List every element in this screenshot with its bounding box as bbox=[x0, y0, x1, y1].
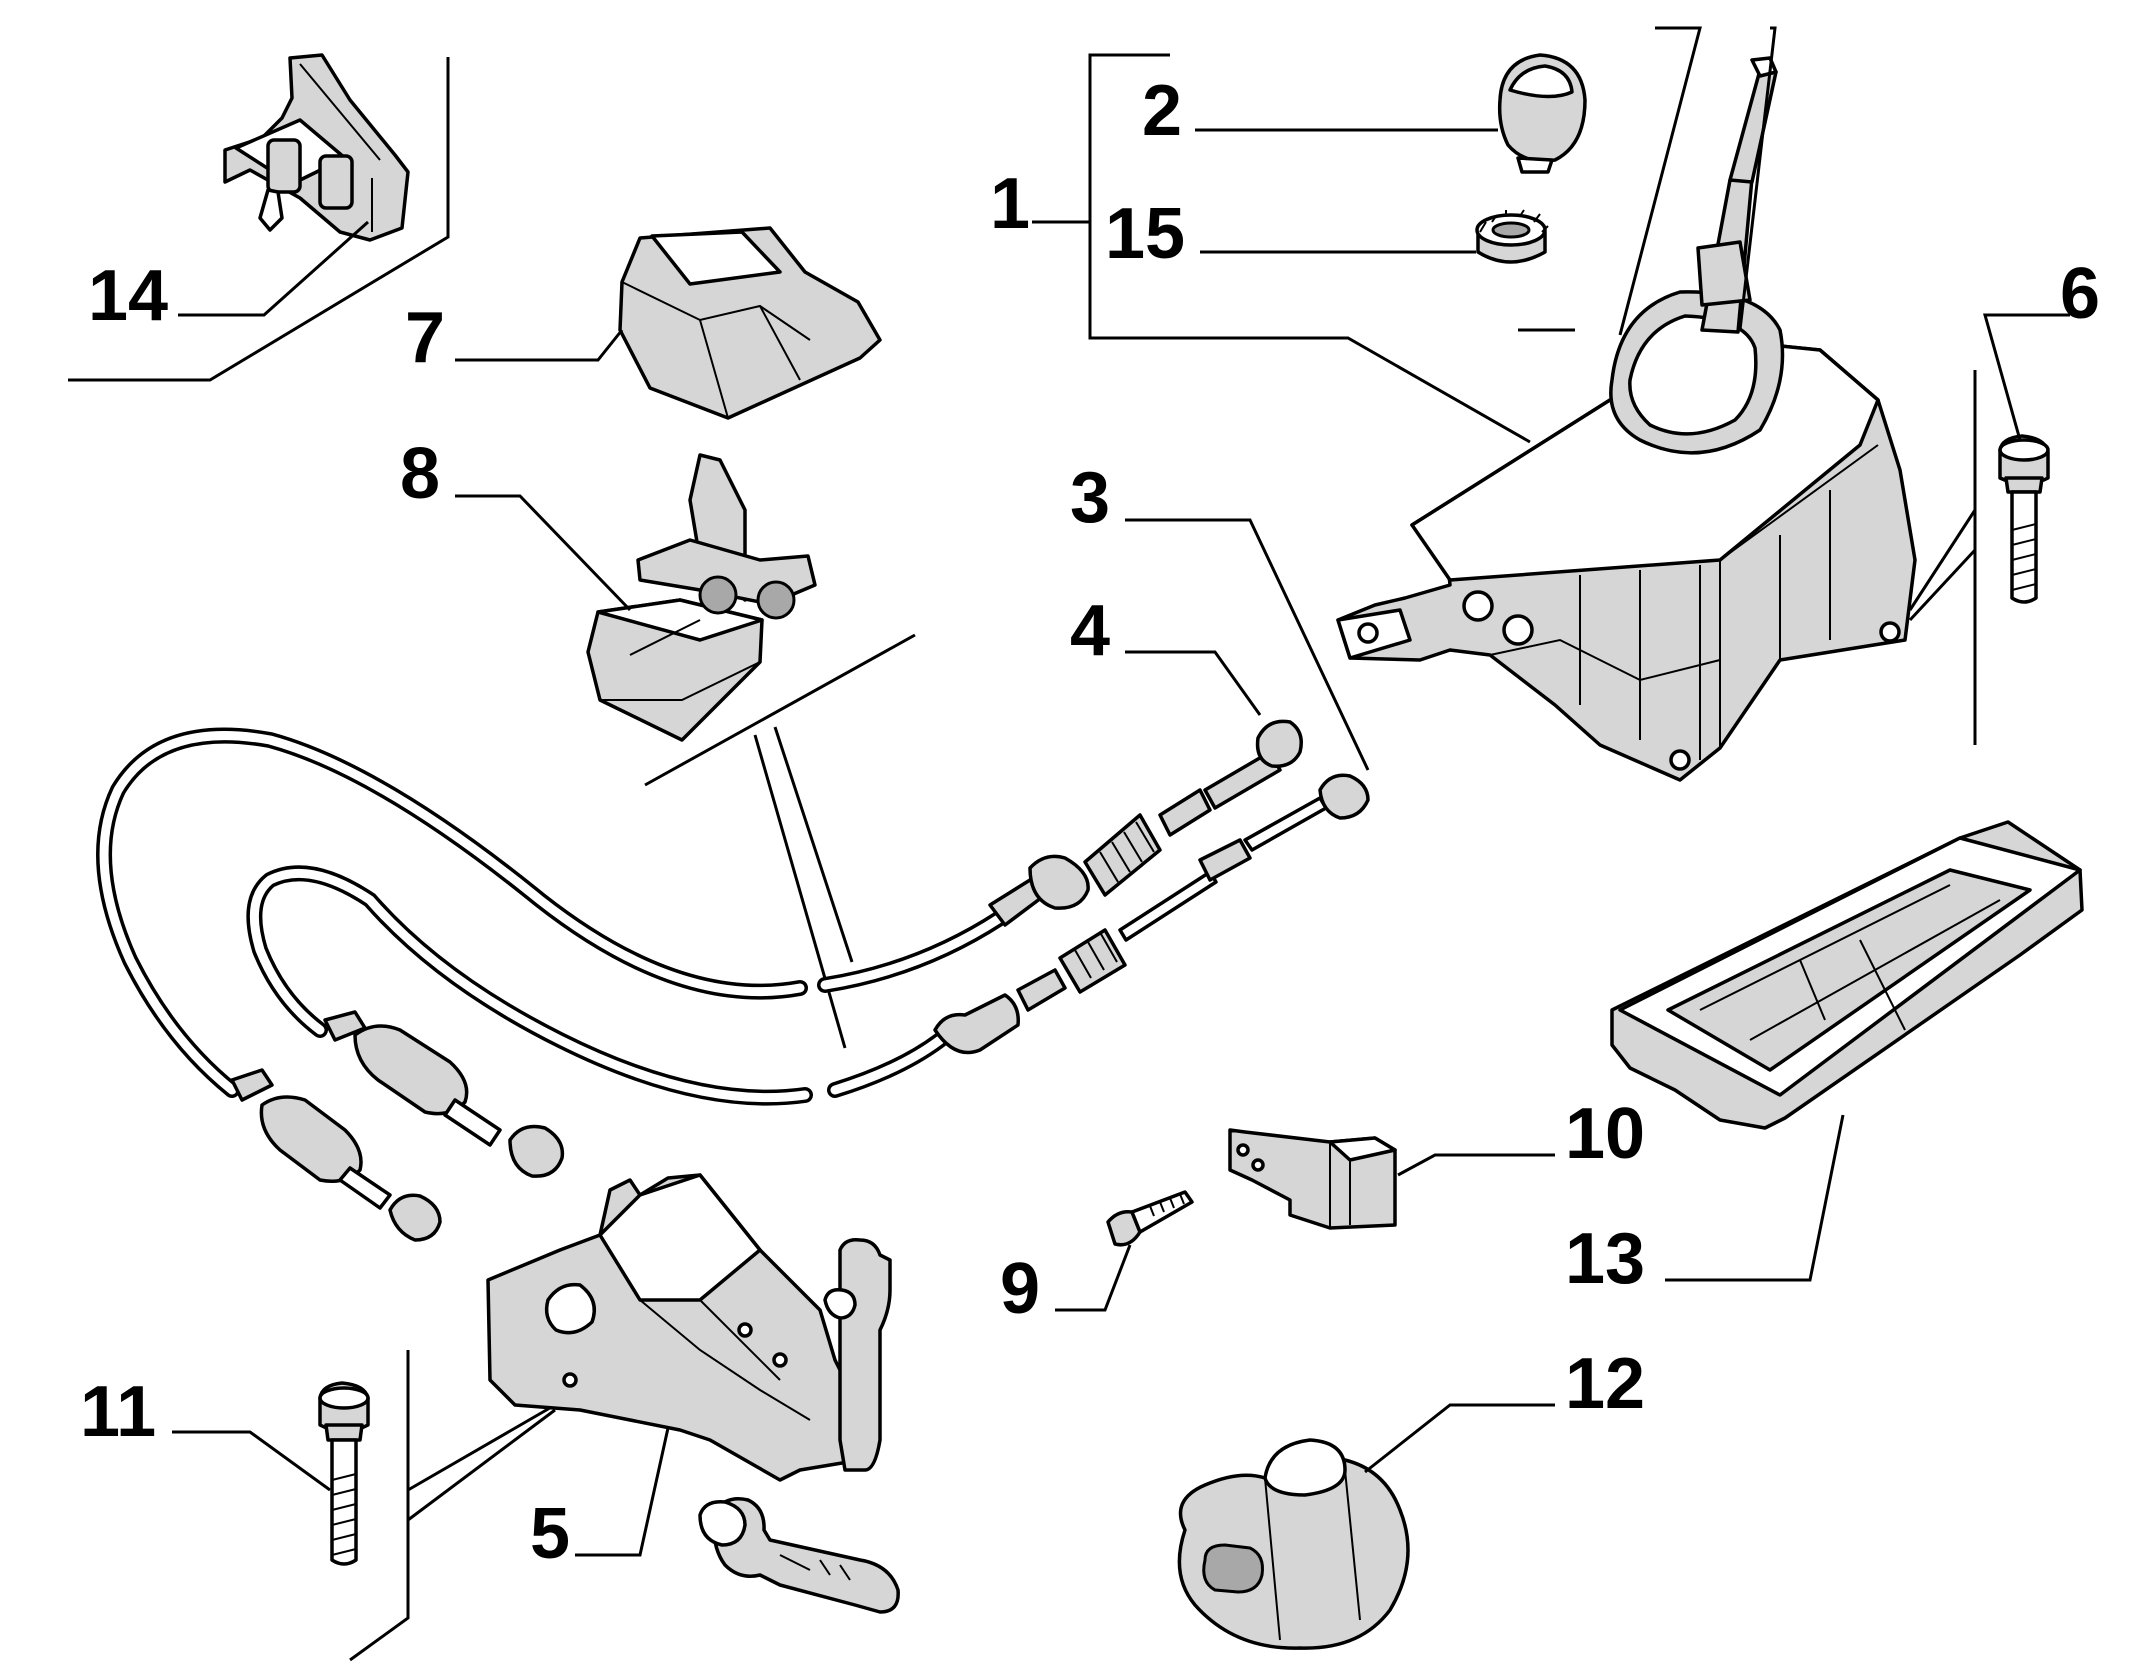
gear-knob-icon bbox=[1497, 53, 1587, 174]
ref-line-lever-b bbox=[1738, 26, 1777, 331]
callout-11: 11 bbox=[80, 1372, 156, 1452]
gearbox-bracket-icon bbox=[486, 1173, 900, 1614]
callout-12: 12 bbox=[1565, 1344, 1645, 1424]
cover-cap-icon bbox=[618, 226, 882, 420]
leader-4 bbox=[1125, 650, 1262, 716]
selector-cable-icon bbox=[246, 773, 1370, 1178]
rubber-bushing-icon bbox=[1177, 1438, 1410, 1650]
leader-8-cable-a bbox=[773, 726, 854, 963]
leader-11 bbox=[172, 1430, 331, 1492]
leader-8 bbox=[455, 494, 632, 612]
callout-13: 13 bbox=[1565, 1219, 1645, 1299]
leader-13 bbox=[1665, 1114, 1845, 1282]
frame-14 bbox=[68, 57, 450, 382]
cable-clip-icon bbox=[223, 53, 410, 242]
callout-7: 7 bbox=[405, 298, 445, 378]
leader-11-a bbox=[407, 1403, 556, 1492]
leader-8-cable-b bbox=[753, 734, 847, 1049]
callout-10: 10 bbox=[1565, 1094, 1645, 1174]
screw-icon bbox=[1106, 1190, 1194, 1247]
engagement-cable-icon bbox=[96, 719, 1303, 1242]
leader-5 bbox=[575, 1427, 670, 1557]
callout-8: 8 bbox=[400, 434, 440, 514]
callout-1: 1 bbox=[990, 164, 1030, 244]
callout-14: 14 bbox=[88, 256, 168, 336]
leader-12 bbox=[1364, 1403, 1555, 1474]
callout-3: 3 bbox=[1070, 458, 1110, 538]
callout-6: 6 bbox=[2060, 254, 2100, 334]
callout-4: 4 bbox=[1070, 591, 1110, 671]
frame-1 bbox=[1088, 53, 1531, 444]
bolt-icon bbox=[1998, 434, 2050, 604]
leader-6 bbox=[1983, 313, 2070, 441]
callout-9: 9 bbox=[1000, 1249, 1040, 1329]
leader-6-b bbox=[1908, 548, 1977, 622]
leader-11-b bbox=[407, 1408, 556, 1522]
leader-10 bbox=[1397, 1153, 1555, 1177]
callout-15: 15 bbox=[1105, 194, 1185, 274]
gear-shift-lever-assembly-icon bbox=[1336, 56, 1917, 782]
ring-nut-icon bbox=[1475, 209, 1549, 264]
bolt-icon bbox=[318, 1381, 370, 1566]
leader-14 bbox=[178, 220, 369, 317]
leader-9 bbox=[1055, 1244, 1132, 1312]
leader-7 bbox=[455, 329, 624, 362]
leader-6-a bbox=[1908, 509, 1977, 611]
cable-retainer-icon bbox=[586, 453, 817, 742]
gaiter-frame-icon bbox=[1610, 820, 2084, 1130]
frame-8 bbox=[644, 633, 916, 787]
callout-2: 2 bbox=[1142, 71, 1182, 151]
support-bracket-icon bbox=[1228, 1128, 1397, 1230]
frame-11 bbox=[349, 1350, 410, 1662]
callout-5: 5 bbox=[530, 1494, 570, 1574]
ref-line-lever bbox=[1618, 26, 1702, 336]
leader-3 bbox=[1125, 518, 1370, 771]
